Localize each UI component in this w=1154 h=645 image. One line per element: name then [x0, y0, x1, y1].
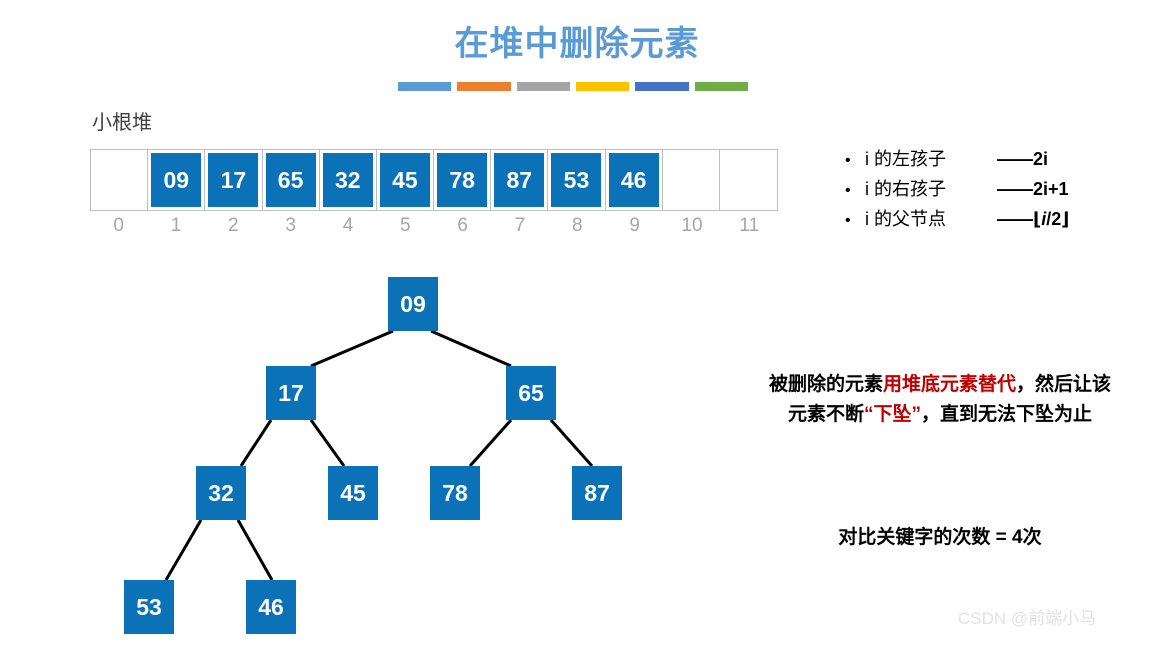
title-bar-2	[457, 82, 511, 91]
array-cell-7[interactable]: 87	[491, 150, 549, 210]
rule-label-right-child: i 的右孩子	[865, 179, 946, 199]
tree-node-17[interactable]: 17	[266, 366, 316, 420]
note-text-line2-part2: ，直到无法下坠为止	[921, 404, 1093, 425]
delete-explanation-note: 被删除的元素用堆底元素替代，然后让该 元素不断“下坠”，直到无法下坠为止	[735, 370, 1145, 430]
array-cell-2[interactable]: 17	[205, 150, 263, 210]
tree-edge-1	[310, 329, 394, 368]
array-cell-value: 78	[437, 153, 488, 207]
title-bar-3	[516, 82, 570, 91]
title-bar-6	[694, 82, 748, 91]
note-text-highlight1: 用堆底元素替代	[882, 374, 1016, 395]
tree-edge-7	[164, 519, 203, 581]
array-index-10: 10	[681, 215, 703, 236]
array-cell-value	[666, 153, 716, 207]
note-text-line2-part1: 元素不断	[787, 404, 864, 425]
title-bar-5	[635, 82, 689, 91]
rule-formula-parent: ——⌊i/2⌋	[997, 209, 1070, 229]
index-rule-list: • i 的左孩子 ——2i • i 的右孩子 ——2i+1 • i 的父节点 —…	[845, 145, 1145, 235]
tree-node-53[interactable]: 53	[124, 580, 174, 634]
tree-node-32[interactable]: 32	[196, 466, 246, 520]
tree-node-65[interactable]: 65	[506, 366, 556, 420]
array-index-0: 0	[113, 215, 124, 236]
note-text-part3: ，然后让该	[1016, 374, 1112, 395]
rule-formula-right-child: ——2i+1	[997, 179, 1069, 199]
array-cell-value: 17	[208, 153, 259, 207]
array-index-9: 9	[629, 215, 640, 236]
array-cell-8[interactable]: 53	[548, 150, 606, 210]
tree-edge-8	[236, 519, 274, 581]
array-cell-value: 32	[322, 153, 373, 207]
title-bar-4	[575, 82, 630, 91]
tree-node-78[interactable]: 78	[430, 466, 480, 520]
array-index-1: 1	[170, 215, 182, 236]
tree-node-45[interactable]: 45	[328, 466, 378, 520]
rule-label-left-child: i 的左孩子	[865, 149, 946, 169]
tree-node-09[interactable]: 09	[388, 277, 438, 331]
array-cell-value	[723, 153, 773, 207]
array-cell-value: 45	[379, 153, 430, 207]
array-cell-value: 09	[151, 153, 202, 207]
array-cell-value: 46	[608, 153, 659, 207]
array-cell-3[interactable]: 65	[263, 150, 320, 210]
array-index-7: 7	[514, 215, 526, 236]
rule-label-parent: i 的父节点	[865, 209, 946, 229]
watermark: CSDN @前端小马	[958, 609, 1097, 628]
list-item: • i 的左孩子 ——2i	[845, 145, 1145, 175]
heap-array-index-row: 0 1 2 3 4 5 6 7 8 9 10 11	[90, 213, 778, 239]
array-cell-value: 87	[494, 153, 545, 207]
tree-node-46[interactable]: 46	[246, 580, 296, 634]
note-text-part1: 被删除的元素	[768, 374, 883, 395]
note-text-highlight2: “下坠”	[863, 404, 921, 425]
bullet-icon: •	[845, 182, 851, 199]
title-decorative-bars	[398, 82, 748, 91]
tree-edge-6	[549, 419, 594, 467]
list-item: • i 的右孩子 ——2i+1	[845, 175, 1145, 205]
array-index-3: 3	[285, 215, 296, 236]
tree-edge-4	[309, 419, 346, 467]
array-cell-10[interactable]	[663, 150, 720, 210]
list-item: • i 的父节点 ——⌊i/2⌋	[845, 205, 1145, 235]
array-index-2: 2	[228, 215, 239, 236]
array-cell-value: 53	[551, 153, 602, 207]
comparison-count-note: 对比关键字的次数 = 4次	[838, 527, 1042, 548]
array-cell-9[interactable]: 46	[606, 150, 663, 210]
array-index-8: 8	[572, 215, 583, 236]
array-index-4: 4	[342, 215, 354, 236]
bullet-icon: •	[845, 152, 851, 169]
tree-edge-2	[430, 329, 512, 368]
array-index-6: 6	[457, 215, 468, 236]
page-title: 在堆中删除元素	[454, 25, 700, 63]
bullet-icon: •	[845, 212, 851, 229]
title-bar-1	[398, 82, 452, 91]
array-cell-11[interactable]	[720, 150, 777, 210]
array-cell-value	[94, 153, 144, 207]
array-cell-5[interactable]: 45	[377, 150, 435, 210]
array-cell-1[interactable]: 09	[148, 150, 206, 210]
array-index-11: 11	[739, 215, 760, 236]
array-cell-6[interactable]: 78	[434, 150, 492, 210]
tree-edge-5	[468, 419, 513, 467]
array-index-5: 5	[400, 215, 411, 236]
tree-edge-3	[239, 419, 273, 467]
heap-type-label: 小根堆	[92, 112, 152, 134]
array-cell-4[interactable]: 32	[320, 150, 377, 210]
tree-node-87[interactable]: 87	[572, 466, 622, 520]
array-cell-0[interactable]	[91, 150, 149, 210]
array-cell-value: 65	[265, 153, 316, 207]
rule-formula-left-child: ——2i	[997, 149, 1049, 169]
